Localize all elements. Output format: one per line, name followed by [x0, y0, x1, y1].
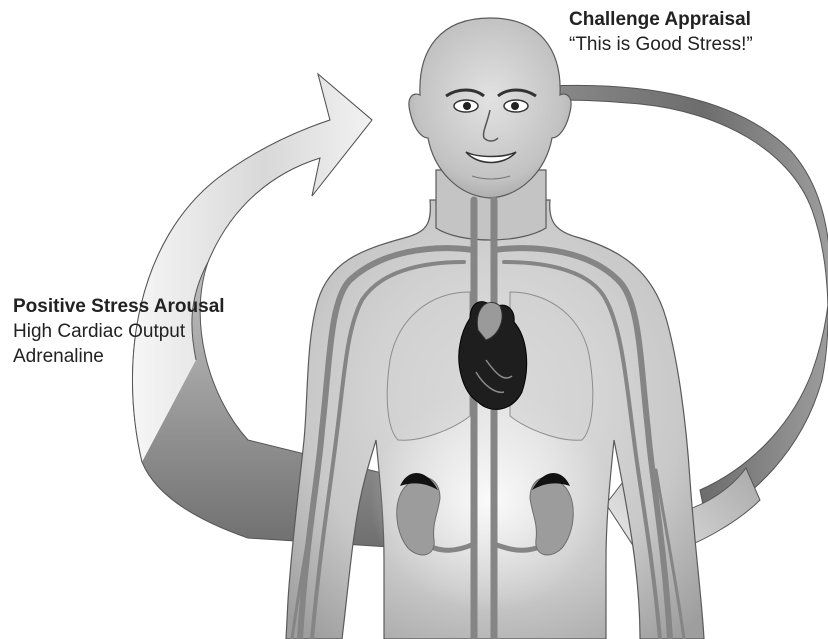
- arousal-line-cardiac-output: High Cardiac Output: [13, 319, 225, 344]
- positive-stress-arousal-label: Positive Stress Arousal High Cardiac Out…: [13, 295, 225, 369]
- challenge-appraisal-title: Challenge Appraisal: [569, 8, 753, 32]
- positive-stress-arousal-title: Positive Stress Arousal: [13, 295, 225, 319]
- arousal-line-adrenaline: Adrenaline: [13, 344, 225, 369]
- challenge-appraisal-quote: “This is Good Stress!”: [569, 32, 753, 57]
- challenge-appraisal-label: Challenge Appraisal “This is Good Stress…: [569, 8, 753, 57]
